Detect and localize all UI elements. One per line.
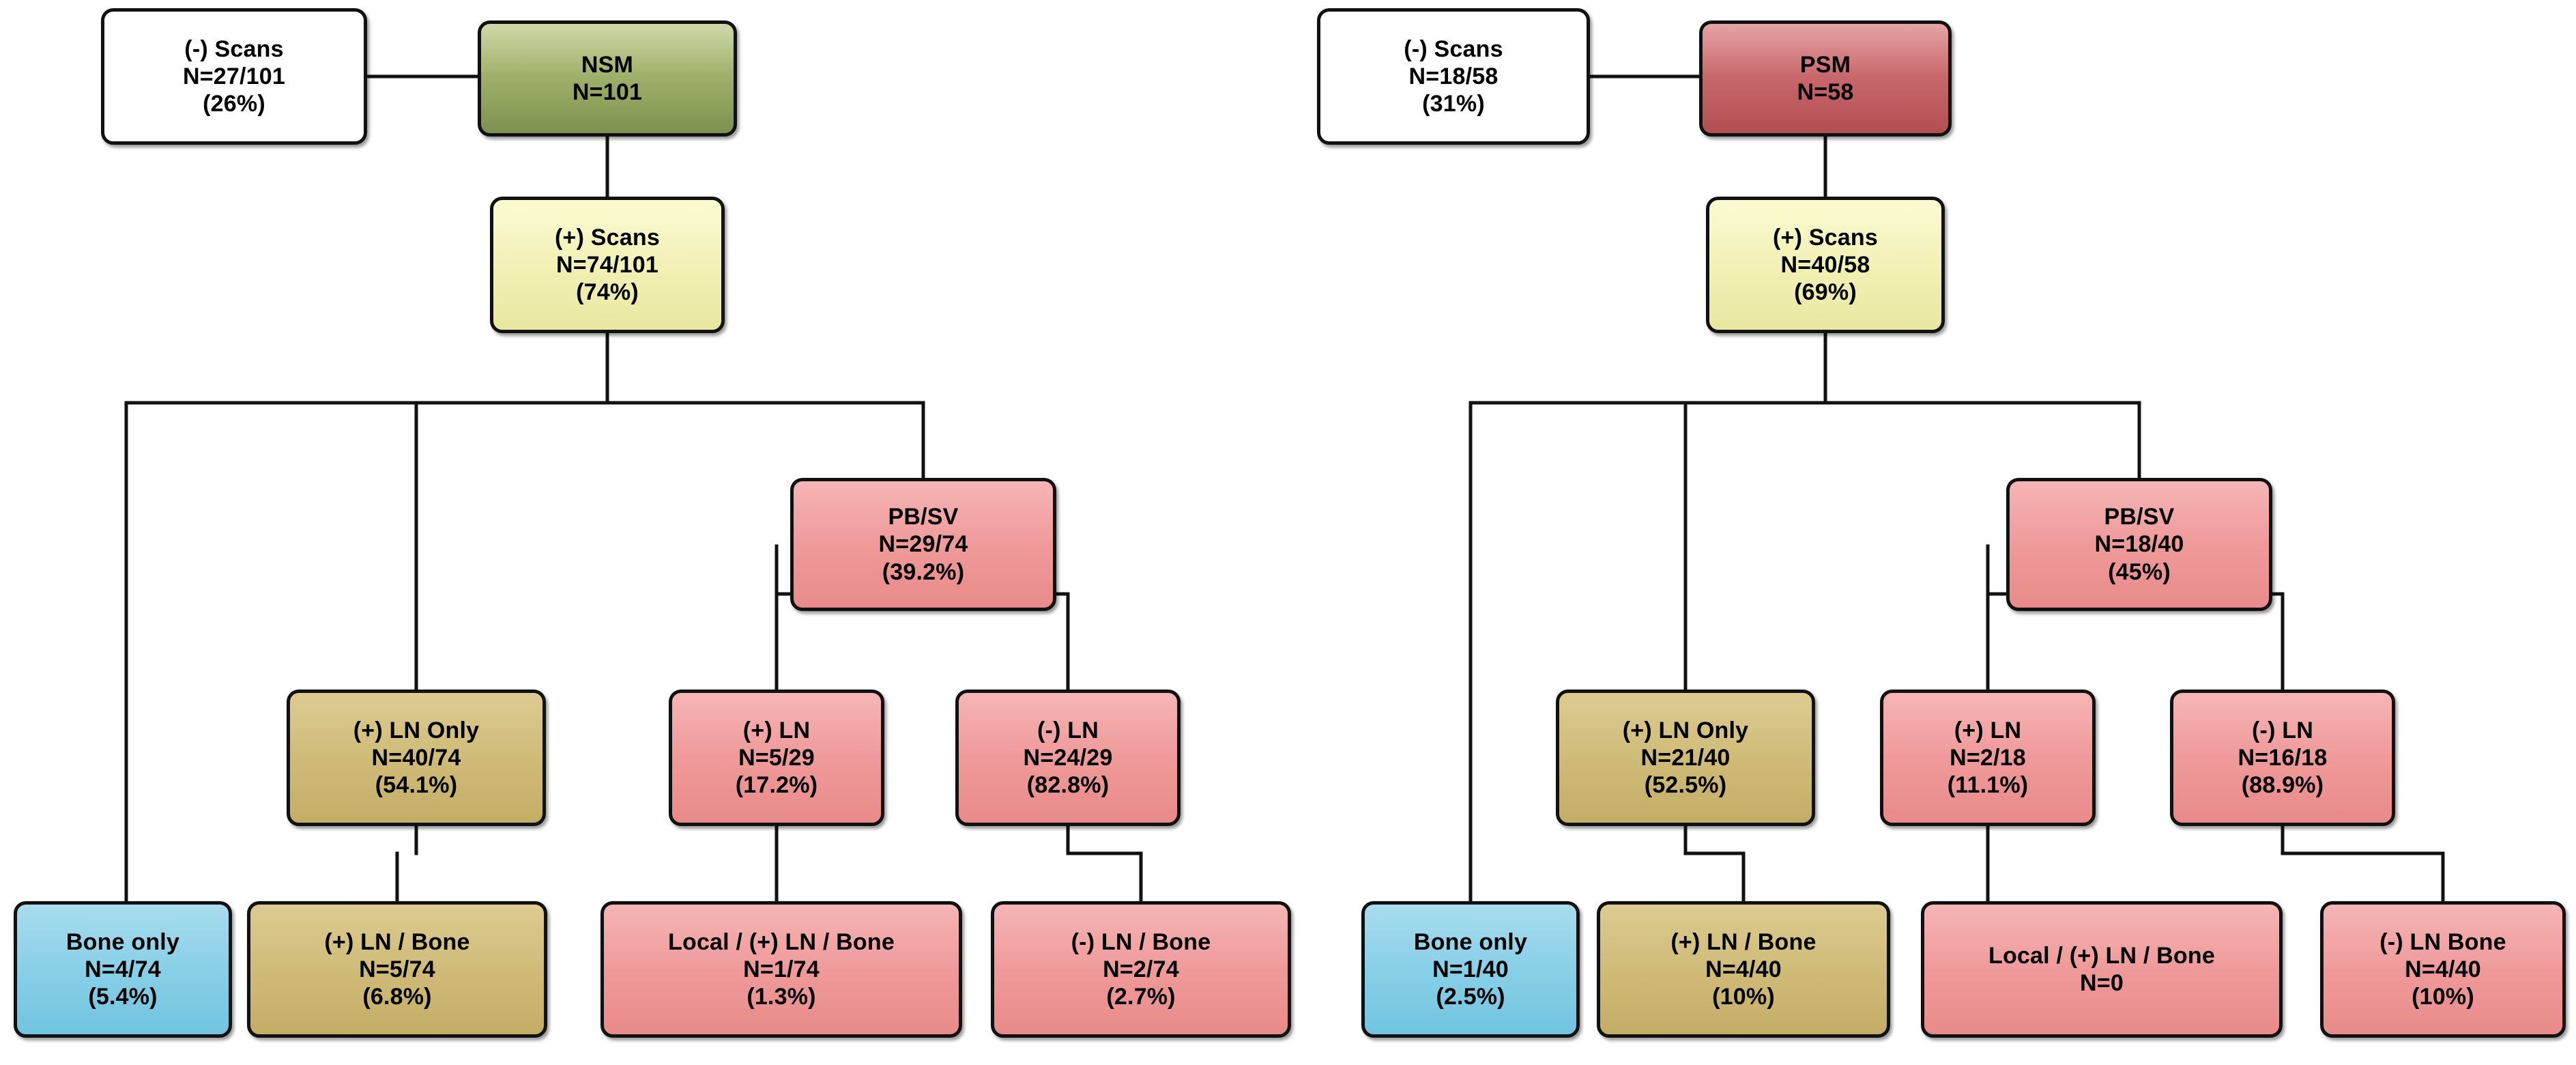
node-line: (52.5%) (1644, 772, 1727, 799)
node-line: PSM (1799, 51, 1851, 78)
node-line: (5.4%) (88, 984, 158, 1010)
node-line: (+) Scans (555, 224, 660, 251)
node-line: (-) LN (1037, 717, 1099, 743)
node-line: (11.1%) (1947, 772, 2029, 799)
node-line: (-) Scans (1404, 36, 1503, 62)
node-line: N=2/74 (1103, 956, 1179, 982)
node-line: (17.2%) (735, 772, 818, 799)
node-line: N=58 (1797, 79, 1854, 105)
node-line: N=5/29 (738, 744, 815, 771)
node-line: N=21/40 (1640, 744, 1731, 771)
node-line: (1.3%) (747, 984, 816, 1010)
node-line: (+) LN / Bone (324, 928, 470, 955)
node-line: N=18/40 (2094, 531, 2184, 558)
node-line: Local / (+) LN / Bone (1988, 942, 2215, 969)
node-line: (54.1%) (375, 772, 458, 799)
node-line: N=2/18 (1950, 744, 2026, 771)
node-line: N=27/101 (182, 63, 285, 89)
node-line: (-) LN Bone (2379, 928, 2506, 955)
node-line: N=5/74 (359, 956, 435, 982)
node-line: (+) Scans (1773, 224, 1878, 251)
node-line: Bone only (1413, 928, 1528, 955)
node-line: N=16/18 (2238, 744, 2328, 771)
node-line: (+) LN (742, 717, 811, 743)
node-line: (+) LN / Bone (1670, 928, 1817, 955)
node-line: (88.9%) (2241, 772, 2324, 799)
node-line: N=0 (2080, 970, 2124, 996)
node-line: N=29/74 (878, 531, 968, 558)
node-line: N=1/40 (1432, 956, 1509, 982)
node-line: (82.8%) (1026, 772, 1110, 799)
node-line: (-) LN (2252, 717, 2313, 743)
node-line: (2.5%) (1436, 984, 1505, 1010)
node-line: (69%) (1794, 279, 1857, 306)
node-line: (39.2%) (882, 558, 965, 585)
node-line: (+) LN Only (353, 717, 480, 743)
node-line: N=4/40 (1705, 956, 1782, 982)
node-line: (6.8%) (362, 984, 432, 1010)
node-line: (31%) (1422, 91, 1485, 117)
node-line: (2.7%) (1106, 984, 1176, 1010)
node-line: N=24/29 (1023, 744, 1113, 771)
node-line: (+) LN (1954, 717, 2022, 743)
node-line: (-) LN / Bone (1071, 928, 1211, 955)
node-line: (26%) (203, 91, 265, 117)
node-line: N=4/74 (85, 956, 161, 982)
node-line: N=74/101 (555, 251, 659, 278)
node-line: (10%) (2412, 984, 2474, 1010)
node-line: NSM (581, 51, 634, 78)
node-line: N=40/74 (371, 744, 461, 771)
node-line: Bone only (66, 928, 180, 955)
node-line: Local / (+) LN / Bone (668, 928, 895, 955)
node-line: (-) Scans (184, 36, 284, 62)
node-line: N=4/40 (2405, 956, 2481, 982)
node-line: PB/SV (2104, 504, 2175, 530)
node-line: N=101 (572, 79, 643, 105)
node-line: N=1/74 (743, 956, 820, 982)
node-line: PB/SV (888, 504, 959, 530)
node-line: (45%) (2108, 558, 2171, 585)
node-line: N=40/58 (1780, 251, 1870, 278)
node-line: N=18/58 (1408, 63, 1499, 89)
node-line: (74%) (576, 279, 639, 306)
node-line: (+) LN Only (1622, 717, 1749, 743)
node-line: (10%) (1712, 984, 1775, 1010)
